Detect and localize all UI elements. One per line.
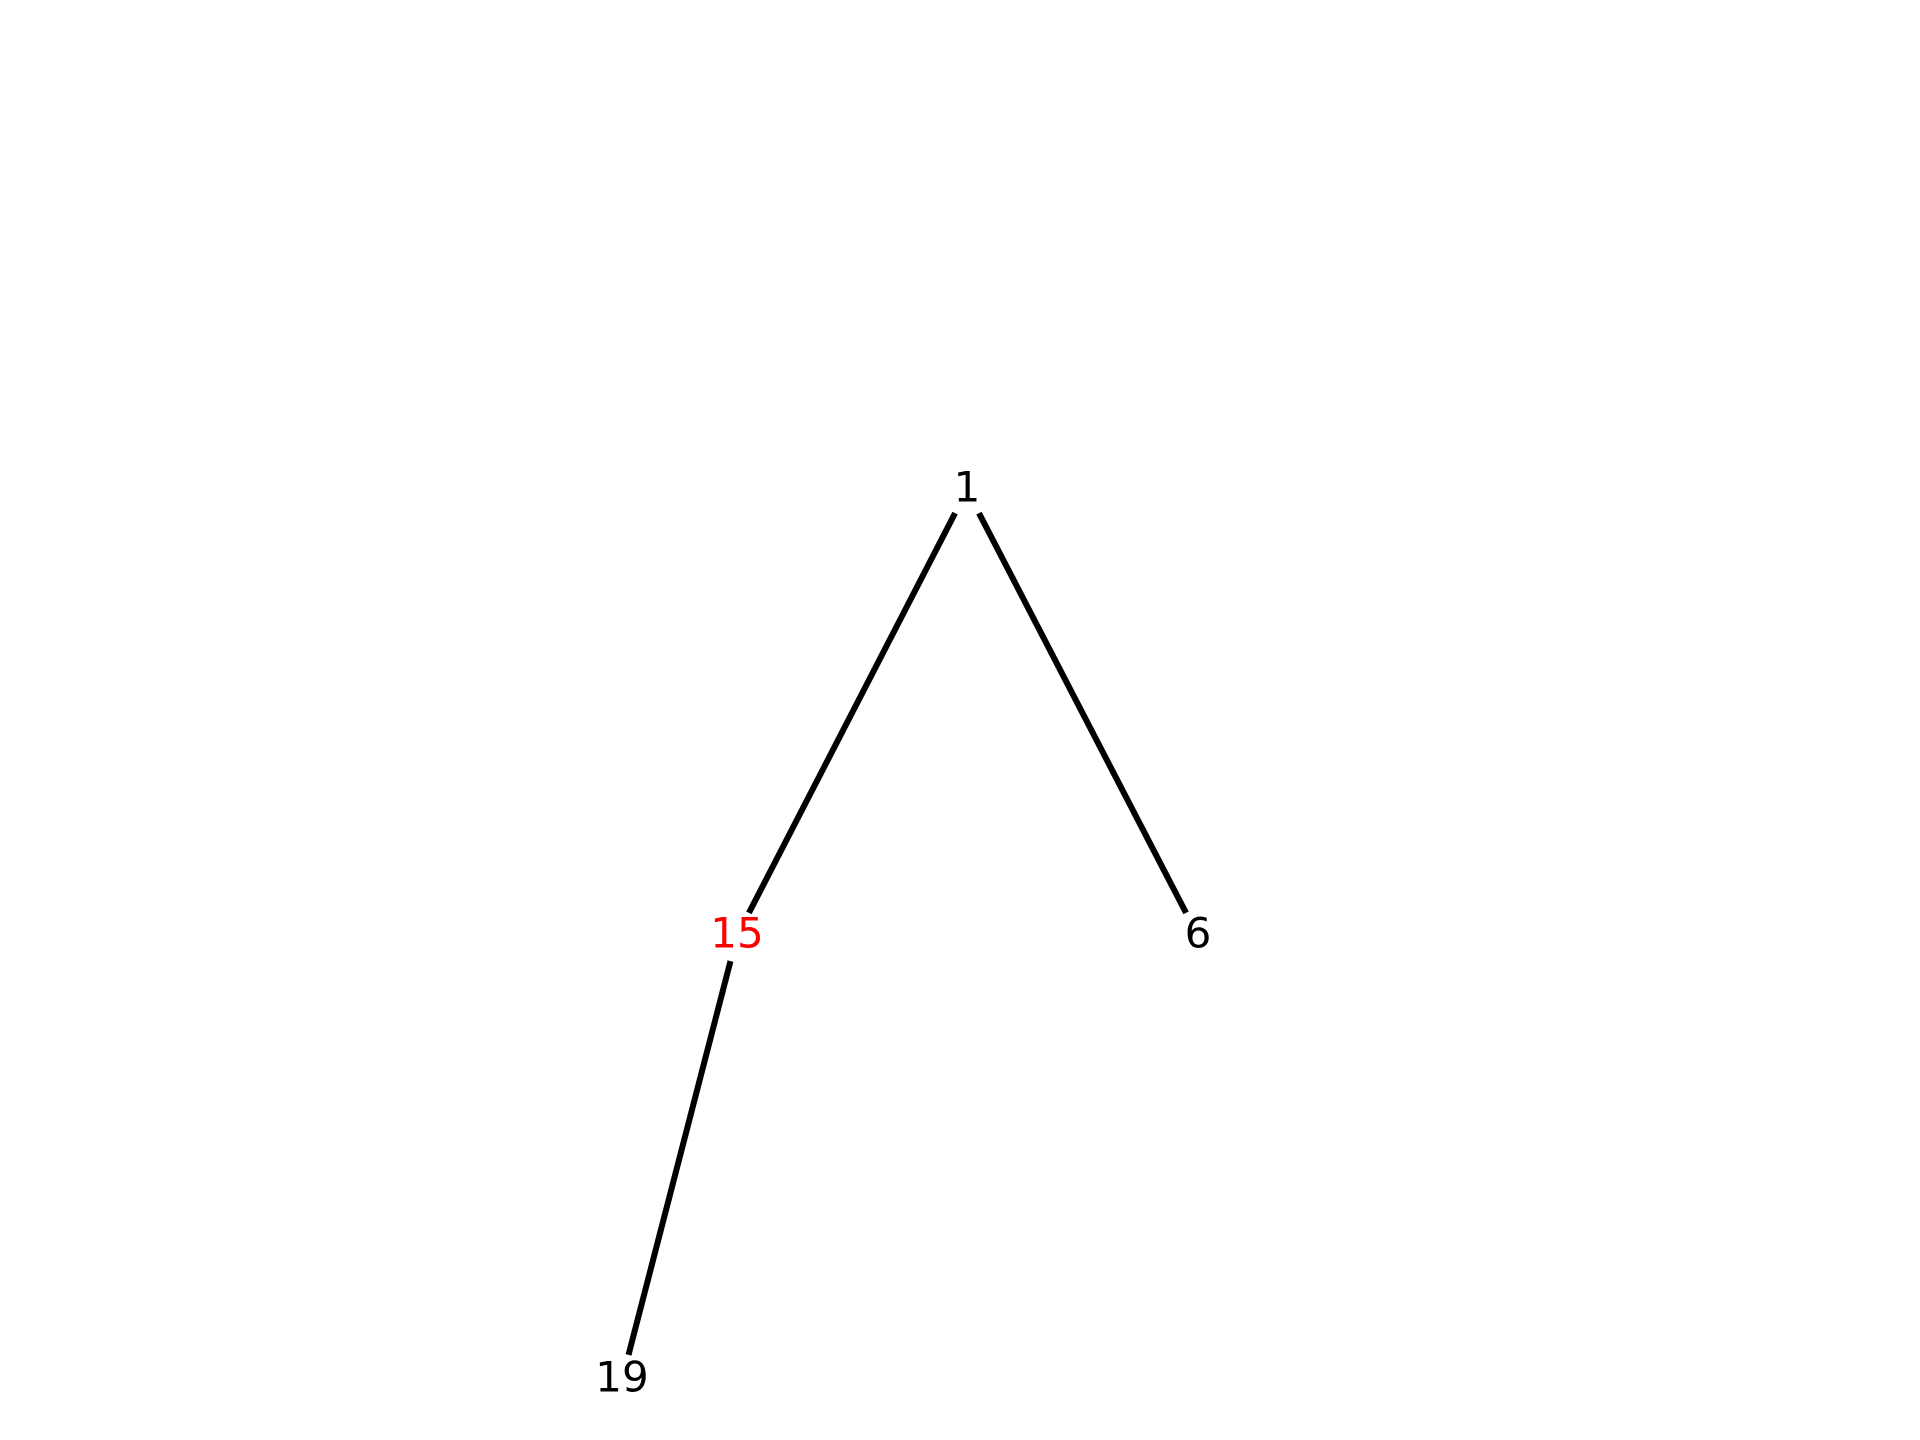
tree-node-15: 15 — [710, 909, 763, 958]
tree-edge-n1-n15 — [746, 511, 958, 915]
tree-edge-n1-n6 — [976, 511, 1189, 915]
tree-node-1: 1 — [954, 463, 981, 512]
tree-node-6: 6 — [1185, 909, 1212, 958]
tree-edges — [625, 511, 1189, 1356]
tree-nodes: 1 15 6 19 — [595, 463, 1211, 1402]
tree-edge-n15-n19 — [625, 960, 734, 1356]
tree-node-19: 19 — [595, 1353, 648, 1402]
